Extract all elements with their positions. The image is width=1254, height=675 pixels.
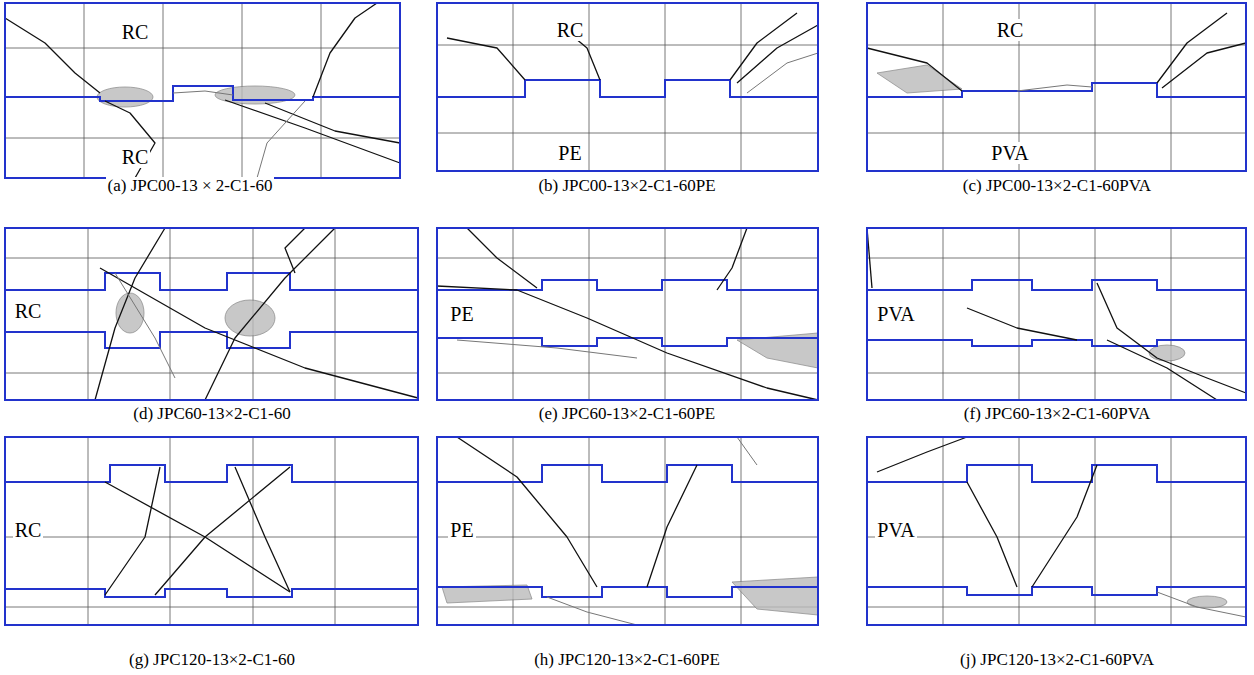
panel-caption: (e) JPC60-13×2-C1-60PE — [537, 405, 717, 424]
material-label: RC — [120, 21, 151, 43]
material-label: PVA — [875, 519, 916, 541]
panel-e — [437, 228, 818, 400]
panel-c — [867, 3, 1246, 171]
panel-caption: (a) JPC00-13 × 2-C1-60 — [106, 177, 275, 196]
panel-h — [437, 437, 818, 625]
panel-caption: (b) JPC00-13×2-C1-60PE — [536, 177, 717, 196]
panel-d — [5, 228, 418, 400]
panel-caption: (d) JPC60-13×2-C1-60 — [131, 405, 292, 424]
panel-caption: (g) JPC120-13×2-C1-60 — [127, 651, 297, 670]
material-label: RC — [13, 519, 44, 541]
material-label: PE — [556, 142, 583, 164]
panel-caption: (h) JPC120-13×2-C1-60PE — [532, 651, 722, 670]
panel-g — [5, 437, 418, 625]
material-label: PVA — [989, 142, 1030, 164]
panel-a — [5, 3, 400, 178]
panel-caption: (j) JPC120-13×2-C1-60PVA — [958, 651, 1156, 670]
material-label: RC — [120, 146, 151, 168]
material-label: RC — [995, 19, 1026, 41]
material-label: RC — [555, 19, 586, 41]
material-label: PE — [448, 303, 475, 325]
material-label: PVA — [875, 303, 916, 325]
panel-j — [867, 437, 1246, 625]
panel-caption: (f) JPC60-13×2-C1-60PVA — [962, 405, 1152, 424]
material-label: RC — [13, 300, 44, 322]
panel-b — [437, 3, 818, 171]
material-label: PE — [448, 519, 475, 541]
panel-f — [867, 228, 1246, 400]
panel-caption: (c) JPC00-13×2-C1-60PVA — [961, 177, 1153, 196]
